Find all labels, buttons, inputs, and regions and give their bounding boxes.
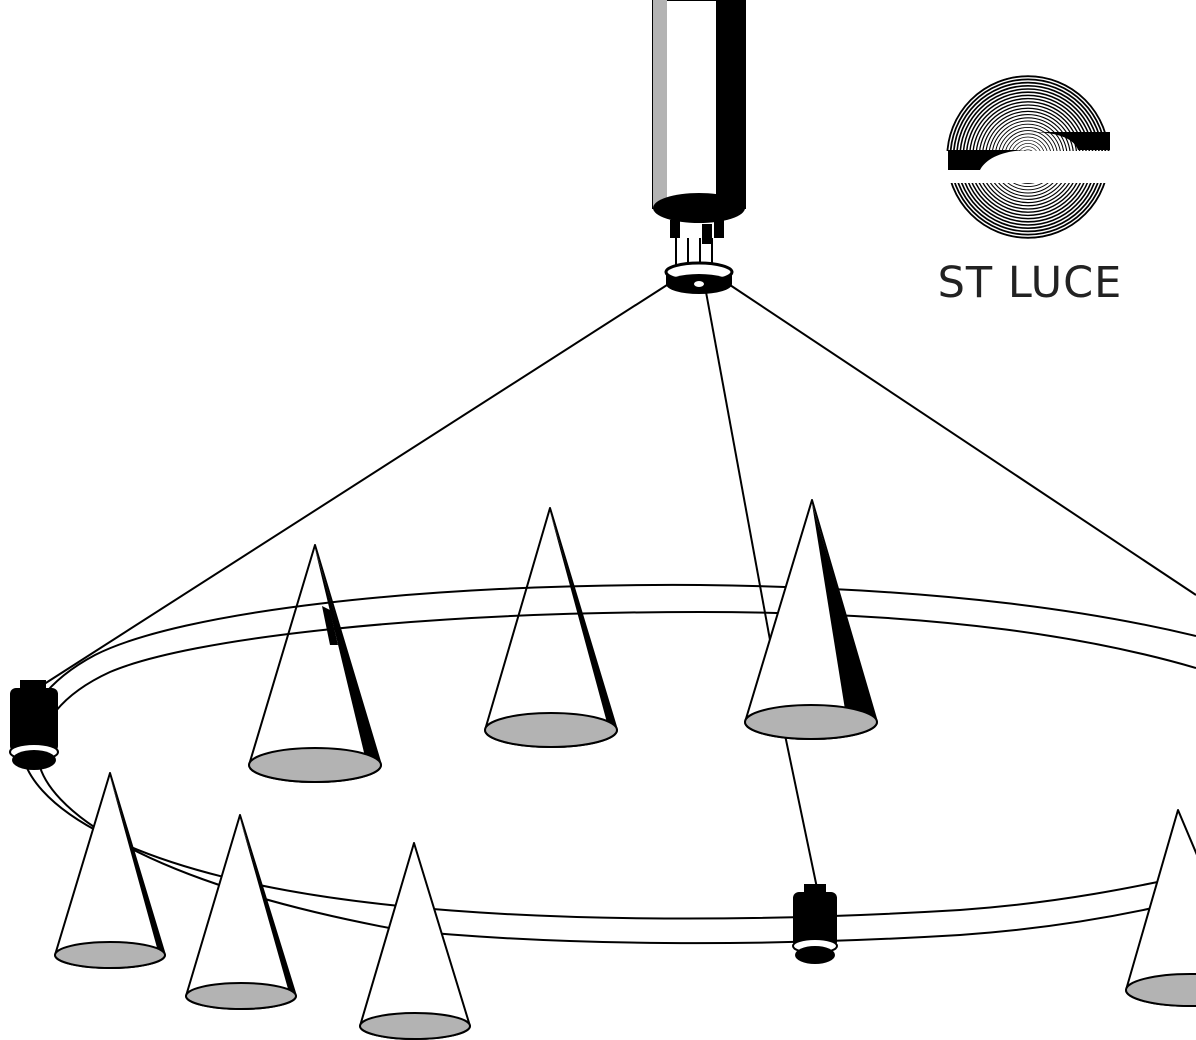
ceiling-rod	[652, 0, 746, 244]
cone-front-3	[359, 842, 471, 1040]
cone-back-center	[484, 507, 618, 748]
cone-front-1	[54, 772, 166, 969]
ring-band	[20, 583, 1196, 945]
cone-front-right	[1125, 809, 1196, 1007]
brand-name: ST LUCE	[937, 258, 1123, 308]
cone-front-2	[185, 814, 297, 1010]
back-cones	[248, 507, 618, 783]
front-cones	[54, 499, 1196, 1040]
suspension-cables	[37, 238, 1196, 889]
ring-mount-front	[792, 884, 838, 964]
cone-back-right	[744, 499, 878, 740]
concentric-s-logo-icon	[944, 75, 1114, 239]
ring-mount-left	[9, 680, 59, 770]
cable-hub	[664, 261, 734, 294]
cone-back-left	[248, 544, 382, 783]
